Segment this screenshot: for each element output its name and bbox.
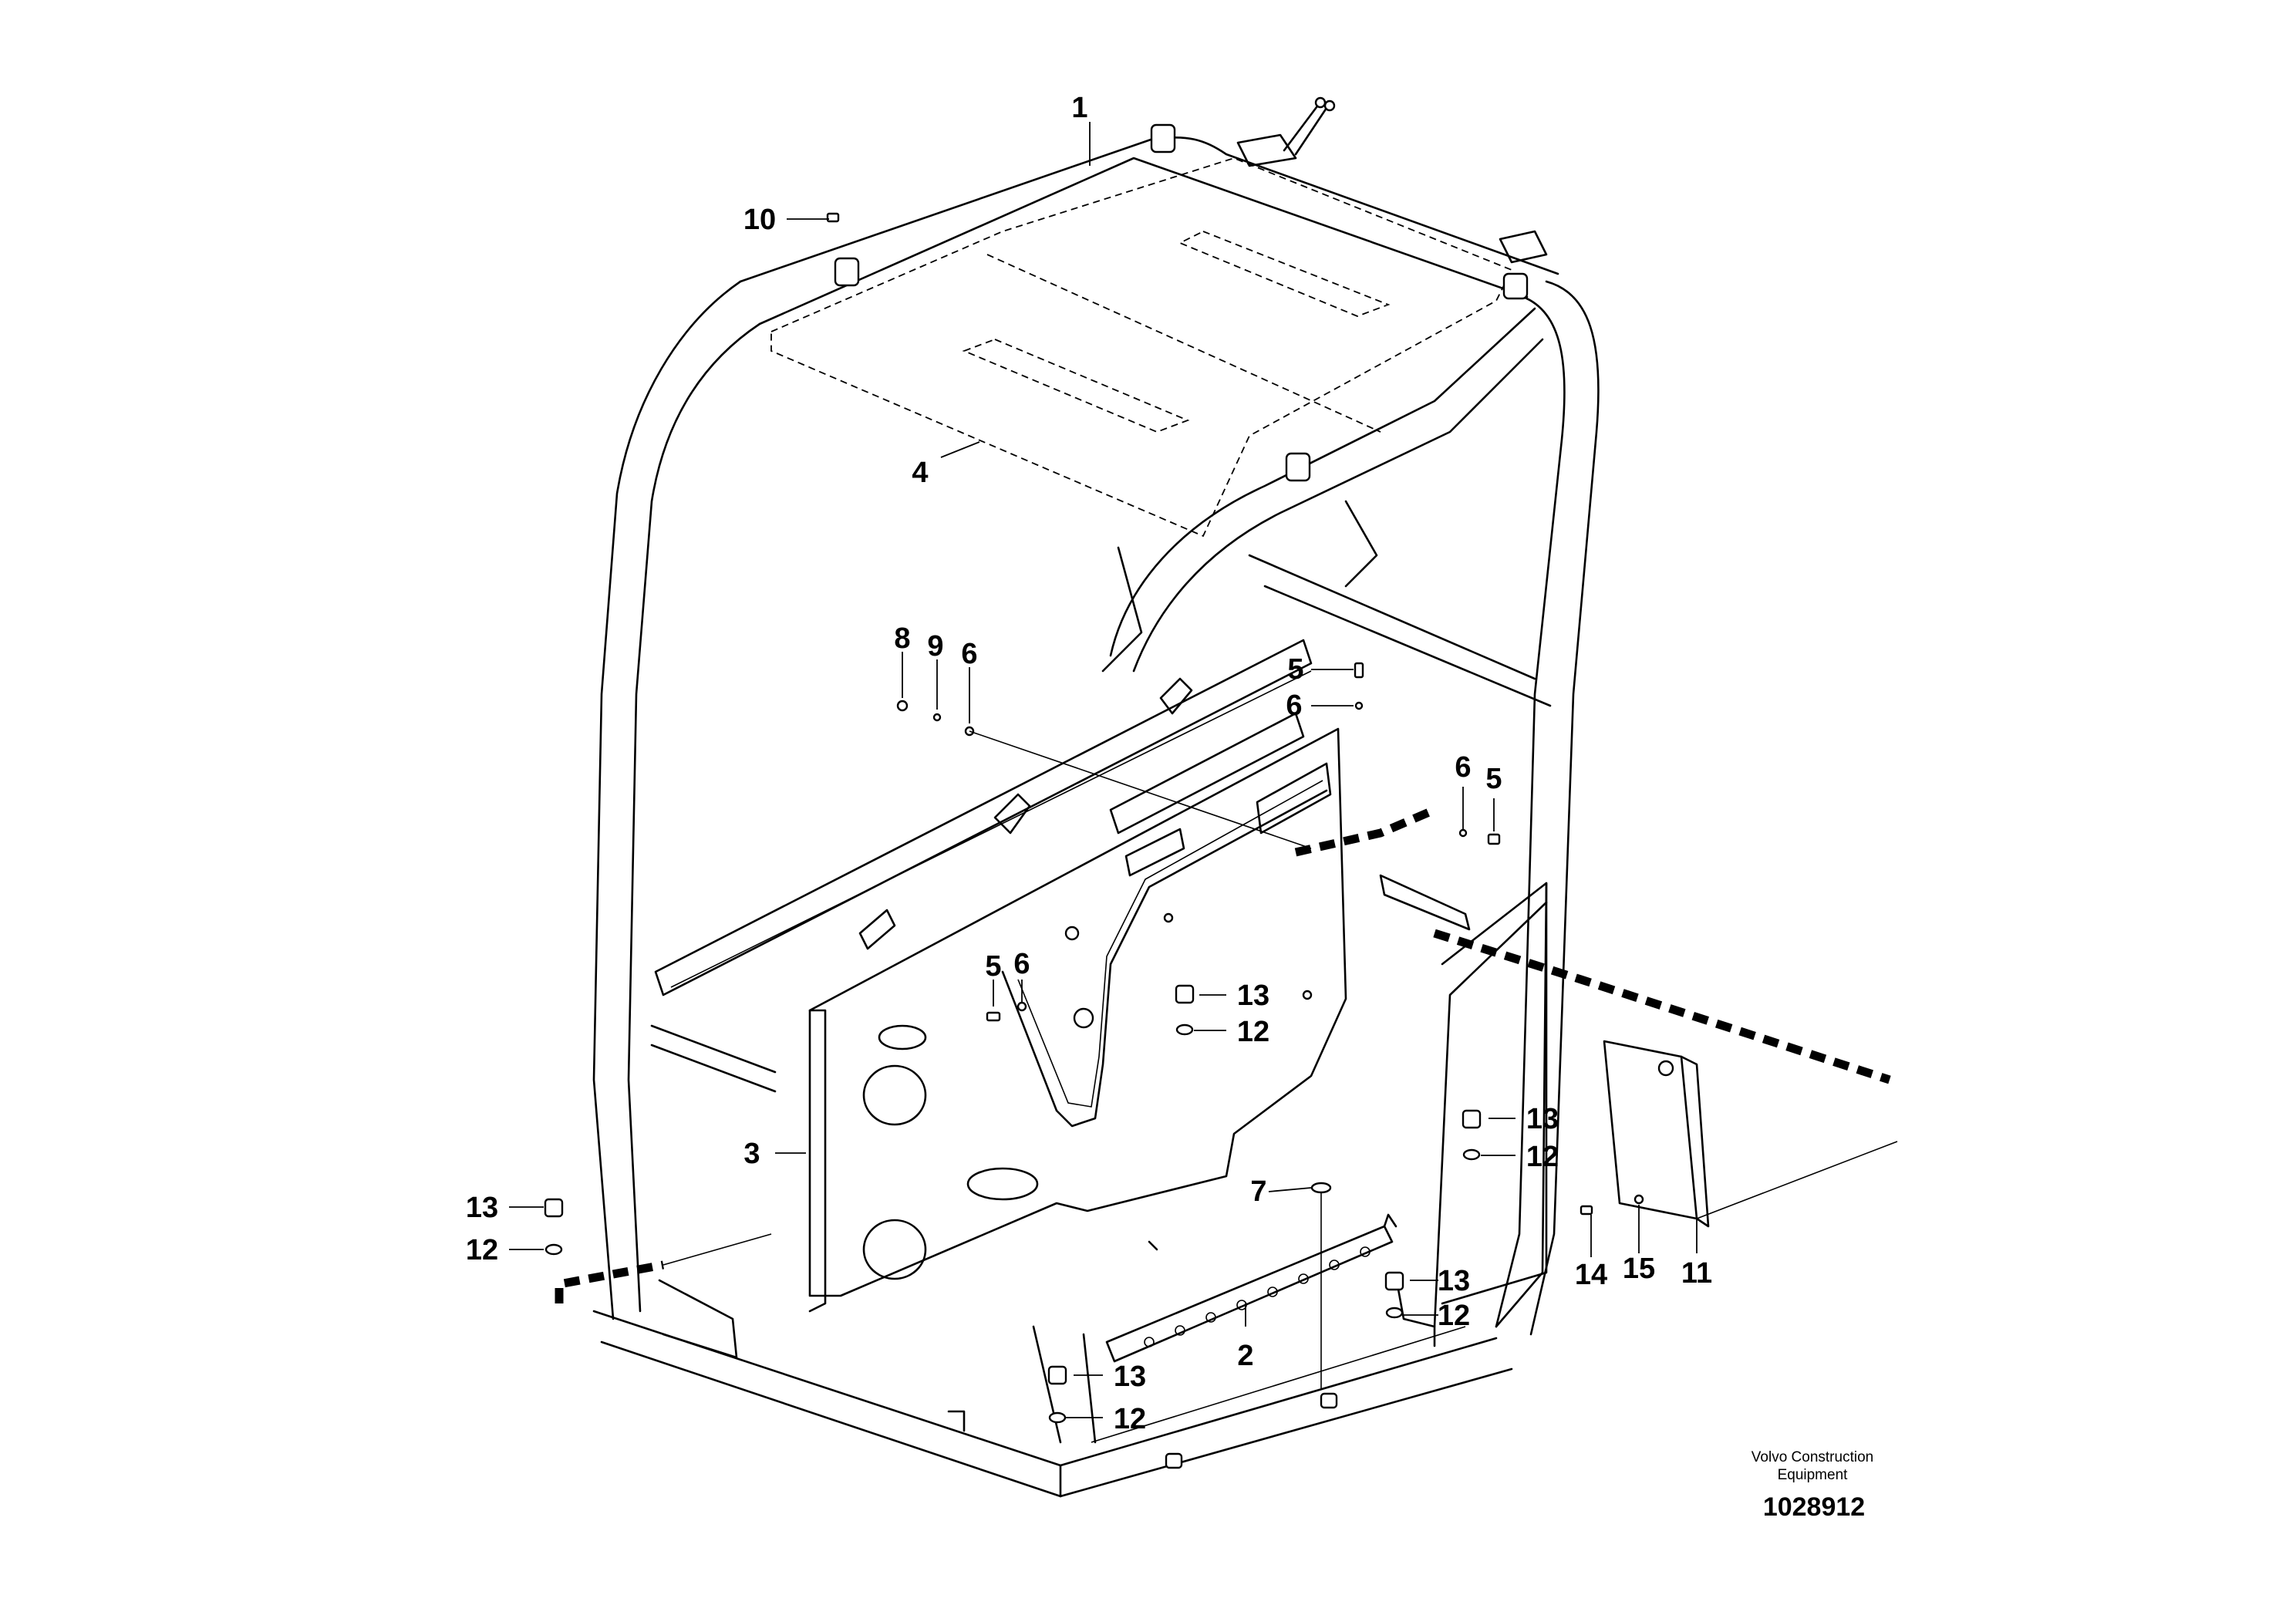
callout-13-lowright: 13 <box>1438 1265 1470 1297</box>
leader-lines <box>509 122 1698 1418</box>
rear-panel <box>808 712 1347 1313</box>
callout-6-left: 6 <box>961 638 977 670</box>
callout-4: 4 <box>912 457 928 489</box>
hardware <box>544 212 1644 1424</box>
callout-3: 3 <box>743 1138 760 1170</box>
callout-6-top: 6 <box>1286 690 1302 722</box>
side-cover-plate <box>1603 1040 1898 1228</box>
callout-12-bottom: 12 <box>1114 1403 1146 1435</box>
callout-11: 11 <box>1681 1257 1712 1290</box>
callout-5-right: 5 <box>1485 763 1502 795</box>
callout-6-mid: 6 <box>1013 948 1030 980</box>
floor-rail <box>1105 1213 1397 1363</box>
callout-15: 15 <box>1623 1253 1655 1285</box>
caption-line-1: Volvo Construction <box>1752 1449 1873 1465</box>
callout-10: 10 <box>743 204 776 236</box>
callout-12-right: 12 <box>1526 1141 1559 1173</box>
callout-7: 7 <box>1250 1175 1266 1208</box>
callout-13-right: 13 <box>1526 1103 1559 1135</box>
callout-labels: 1 2 3 4 5 5 5 6 6 6 6 7 8 9 10 11 12 12 … <box>466 92 1712 1435</box>
harness-dashes <box>555 805 1891 1303</box>
callout-12-lowright: 12 <box>1438 1300 1470 1332</box>
callout-9: 9 <box>927 630 943 663</box>
callout-2: 2 <box>1237 1340 1253 1372</box>
callout-13-bottom: 13 <box>1114 1361 1146 1393</box>
callout-13-left: 13 <box>466 1192 498 1224</box>
cab-frame <box>592 96 1600 1498</box>
callout-5-mid: 5 <box>985 950 1001 983</box>
callout-5-top: 5 <box>1287 653 1303 686</box>
callout-14: 14 <box>1575 1259 1607 1291</box>
callout-6-right: 6 <box>1455 751 1471 784</box>
caption-line-2: Equipment <box>1778 1467 1849 1483</box>
seat-rail-brackets <box>858 677 1471 950</box>
callout-8: 8 <box>894 622 910 655</box>
callout-1: 1 <box>1071 92 1087 124</box>
callout-13-mid: 13 <box>1237 980 1269 1012</box>
caption-block: Volvo Construction Equipment 1028912 <box>1752 1449 1873 1522</box>
callout-12-left: 12 <box>466 1234 498 1266</box>
callout-12-mid: 12 <box>1237 1016 1269 1048</box>
illustration-number: 1028912 <box>1763 1492 1865 1522</box>
